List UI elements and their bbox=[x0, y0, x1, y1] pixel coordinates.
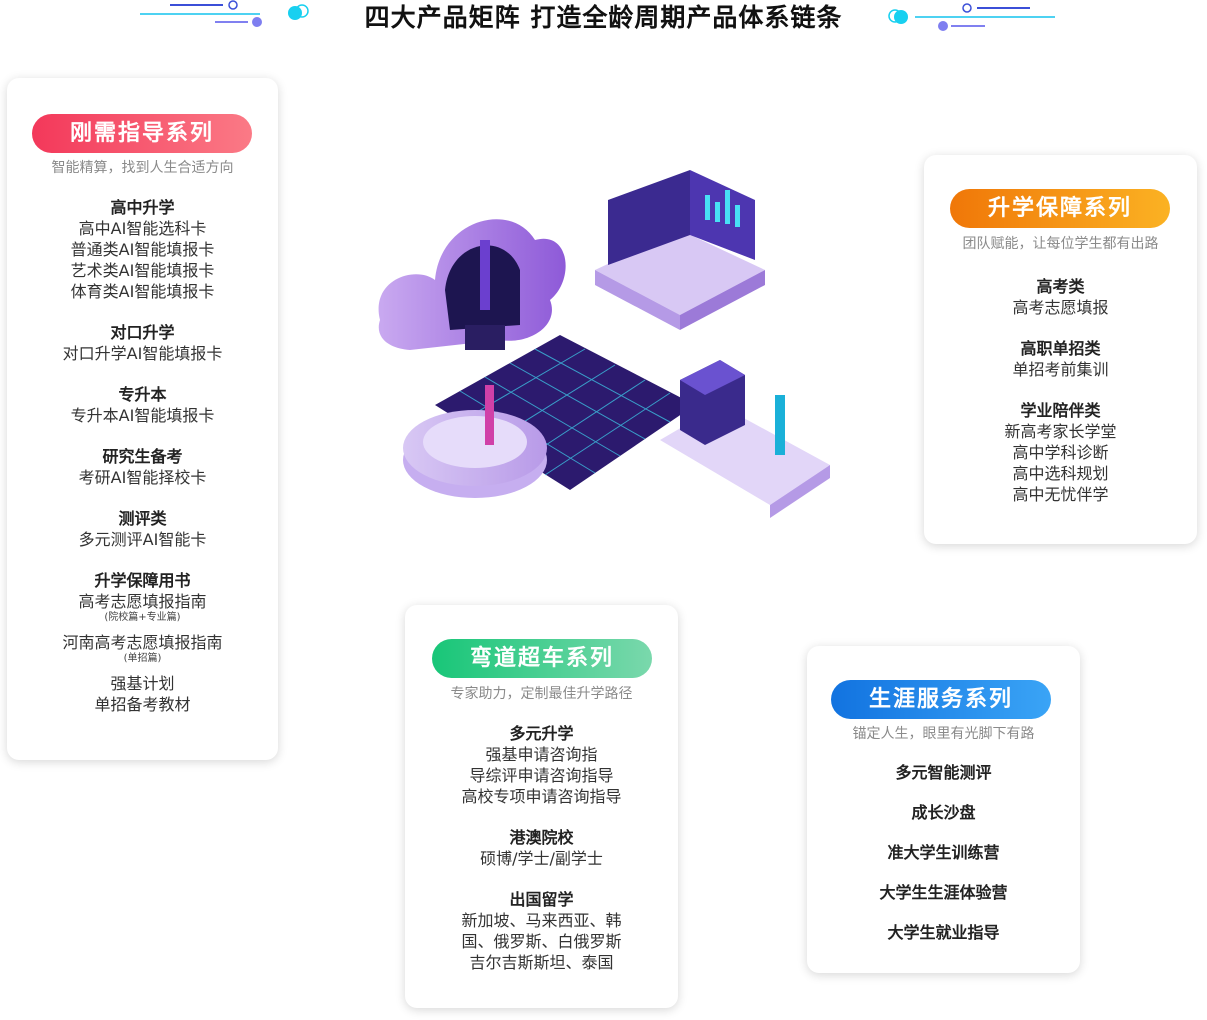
card-career-service: 生涯服务系列 锚定人生，眼里有光脚下有路 多元智能测评成长沙盘准大学生训练营大学… bbox=[807, 646, 1080, 973]
product-group-title: 准大学生训练营 bbox=[887, 843, 1000, 862]
product-group-title: 高职单招类 bbox=[1020, 339, 1101, 358]
product-group: 多元智能测评 bbox=[807, 762, 1080, 783]
product-group: 高职单招类单招考前集训 bbox=[924, 338, 1197, 380]
product-group: 港澳院校硕博/学士/副学士 bbox=[405, 827, 678, 869]
card-rigid-guidance: 刚需指导系列 智能精算，找到人生合适方向 高中升学高中AI智能选科卡普通类AI智… bbox=[7, 78, 278, 760]
product-item: 新高考家长学堂 bbox=[1004, 422, 1117, 441]
card-admission-guarantee: 升学保障系列 团队赋能，让每位学生都有出路 高考类高考志愿填报高职单招类单招考前… bbox=[924, 155, 1197, 544]
product-group-title: 测评类 bbox=[118, 509, 167, 528]
product-item: 高考志愿填报 bbox=[1012, 298, 1109, 317]
isometric-education-illustration bbox=[378, 170, 830, 518]
product-group-title: 学业陪伴类 bbox=[1020, 401, 1101, 420]
product-group: 专升本专升本AI智能填报卡 bbox=[7, 384, 278, 426]
product-item: 专升本AI智能填报卡 bbox=[70, 406, 215, 425]
product-group-title: 大学生生涯体验营 bbox=[879, 883, 1008, 902]
product-group: 测评类多元测评AI智能卡 bbox=[7, 508, 278, 550]
product-item: 对口升学AI智能填报卡 bbox=[62, 344, 223, 363]
product-item: 高中选科规划 bbox=[1012, 464, 1109, 483]
product-group: 高考类高考志愿填报 bbox=[924, 276, 1197, 318]
page-title: 四大产品矩阵 打造全龄周期产品体系链条 bbox=[364, 3, 843, 32]
product-item-note: (单招篇) bbox=[123, 653, 162, 664]
product-group-title: 多元智能测评 bbox=[895, 763, 992, 782]
product-group: 多元升学强基申请咨询指导综评申请咨询指导高校专项申请咨询指导 bbox=[405, 723, 678, 807]
product-item: 艺术类AI智能填报卡 bbox=[70, 261, 215, 280]
product-group: 研究生备考考研AI智能择校卡 bbox=[7, 446, 278, 488]
product-group: 准大学生训练营 bbox=[807, 842, 1080, 863]
product-group: 高中升学高中AI智能选科卡普通类AI智能填报卡艺术类AI智能填报卡体育类AI智能… bbox=[7, 197, 278, 302]
product-group-title: 高中升学 bbox=[110, 198, 175, 217]
series-subtitle: 锚定人生，眼里有光脚下有路 bbox=[852, 726, 1035, 742]
product-item: 国、俄罗斯、白俄罗斯 bbox=[461, 932, 622, 951]
product-item: 高中AI智能选科卡 bbox=[78, 219, 207, 238]
product-item: 强基计划 bbox=[110, 674, 175, 693]
product-group-title: 成长沙盘 bbox=[911, 803, 976, 822]
product-item: 单招备考教材 bbox=[94, 695, 191, 714]
card-fast-track: 弯道超车系列 专家助力，定制最佳升学路径 多元升学强基申请咨询指导综评申请咨询指… bbox=[405, 605, 678, 1008]
product-item: 普通类AI智能填报卡 bbox=[70, 240, 215, 259]
series-pill: 弯道超车系列 bbox=[432, 639, 652, 678]
product-group-title: 港澳院校 bbox=[509, 828, 574, 847]
product-group: 出国留学新加坡、马来西亚、韩国、俄罗斯、白俄罗斯吉尔吉斯斯坦、泰国 bbox=[405, 889, 678, 973]
series-pill: 刚需指导系列 bbox=[32, 114, 252, 153]
series-subtitle: 专家助力，定制最佳升学路径 bbox=[450, 686, 633, 702]
series-pill: 升学保障系列 bbox=[950, 189, 1170, 228]
product-group-title: 专升本 bbox=[118, 385, 167, 404]
product-group-title: 大学生就业指导 bbox=[887, 923, 1000, 942]
product-item: 体育类AI智能填报卡 bbox=[70, 282, 215, 301]
product-group: 学业陪伴类新高考家长学堂高中学科诊断高中选科规划高中无忧伴学 bbox=[924, 400, 1197, 505]
series-subtitle: 智能精算，找到人生合适方向 bbox=[51, 160, 234, 176]
product-group: 成长沙盘 bbox=[807, 802, 1080, 823]
product-item: 考研AI智能择校卡 bbox=[78, 468, 207, 487]
product-item: 吉尔吉斯斯坦、泰国 bbox=[469, 953, 614, 972]
product-group-title: 对口升学 bbox=[110, 323, 175, 342]
person-figure bbox=[480, 240, 490, 310]
product-item: 高考志愿填报指南 bbox=[78, 592, 207, 611]
title-decoration-right bbox=[888, 3, 1055, 31]
product-group: 对口升学对口升学AI智能填报卡 bbox=[7, 322, 278, 364]
product-item: 新加坡、马来西亚、韩 bbox=[461, 911, 622, 930]
product-item: 强基申请咨询指 bbox=[485, 745, 598, 764]
product-group-title: 出国留学 bbox=[509, 890, 574, 909]
series-pill: 生涯服务系列 bbox=[831, 680, 1051, 719]
product-group: 升学保障用书高考志愿填报指南(院校篇+专业篇) 河南高考志愿填报指南(单招篇) 强基… bbox=[7, 570, 278, 715]
grid-platform bbox=[435, 335, 695, 490]
title-decoration-left bbox=[140, 0, 309, 27]
product-group-title: 多元升学 bbox=[509, 724, 574, 743]
product-item-note: (院校篇+专业篇) bbox=[104, 612, 181, 623]
product-item: 单招考前集训 bbox=[1012, 360, 1109, 379]
product-group-title: 研究生备考 bbox=[102, 447, 183, 466]
product-item: 高中学科诊断 bbox=[1012, 443, 1109, 462]
product-group-title: 高考类 bbox=[1036, 277, 1085, 296]
product-item: 硕博/学士/副学士 bbox=[480, 849, 603, 868]
product-item: 高校专项申请咨询指导 bbox=[461, 787, 622, 806]
product-group: 大学生生涯体验营 bbox=[807, 882, 1080, 903]
product-item: 河南高考志愿填报指南 bbox=[62, 633, 223, 652]
product-group: 大学生就业指导 bbox=[807, 922, 1080, 943]
series-subtitle: 团队赋能，让每位学生都有出路 bbox=[962, 236, 1159, 252]
product-group-title: 升学保障用书 bbox=[94, 571, 191, 590]
product-item: 多元测评AI智能卡 bbox=[78, 530, 207, 549]
product-item: 高中无忧伴学 bbox=[1012, 485, 1109, 504]
product-item: 导综评申请咨询指导 bbox=[469, 766, 614, 785]
